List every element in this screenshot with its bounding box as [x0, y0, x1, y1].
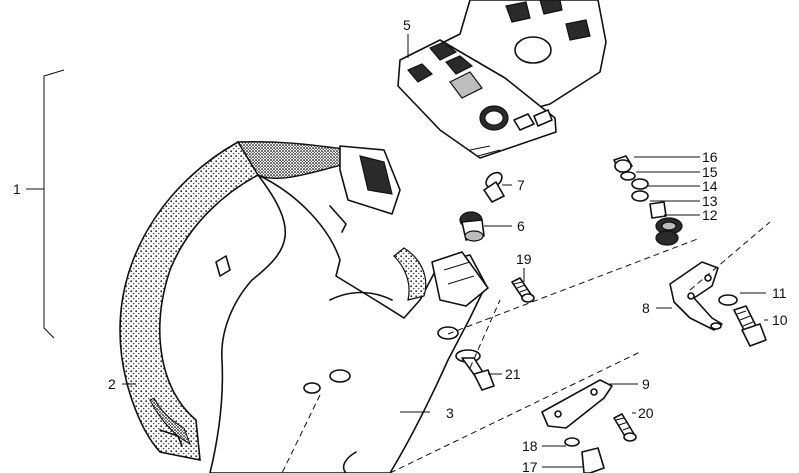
callout-17: 17	[522, 459, 538, 473]
assembly-bracket	[26, 69, 65, 339]
switch-panel-part	[397, 0, 607, 159]
callout-10: 10	[772, 312, 788, 328]
column-trim-part	[209, 174, 489, 473]
bulb-part	[483, 171, 505, 203]
callout-1: 1	[13, 181, 21, 197]
leader-lines	[122, 34, 768, 468]
callout-18: 18	[522, 438, 538, 454]
screw-19-part	[511, 277, 535, 303]
callout-16: 16	[702, 149, 718, 165]
callout-7: 7	[517, 177, 525, 193]
callout-21: 21	[505, 366, 521, 382]
assembly-axes	[389, 221, 771, 473]
callout-13: 13	[702, 193, 718, 209]
callout-20: 20	[638, 405, 654, 421]
socket-part	[459, 211, 485, 242]
bracket-8-part	[669, 261, 723, 331]
screw-20-part	[613, 413, 637, 442]
callout-11: 11	[772, 285, 787, 301]
stud-21-part	[455, 349, 495, 391]
callout-19: 19	[516, 251, 532, 267]
callout-3: 3	[446, 405, 454, 421]
bolt-10-part	[718, 294, 767, 347]
callout-8: 8	[642, 300, 650, 316]
callout-6: 6	[517, 218, 525, 234]
plate-9-part	[541, 379, 613, 429]
callout-5: 5	[403, 17, 411, 33]
callout-15: 15	[702, 164, 718, 180]
callout-9: 9	[642, 376, 650, 392]
callout-2: 2	[108, 376, 116, 392]
callout-12: 12	[702, 207, 718, 223]
callout-14: 14	[702, 178, 718, 194]
screw-17-part	[564, 437, 605, 473]
hardware-stack	[613, 155, 683, 246]
callout-labels: 1 2 3 5 6 7 8 9 10 11 12 13 14 15 16 17 …	[13, 17, 788, 473]
housing-cover-part	[119, 140, 401, 461]
